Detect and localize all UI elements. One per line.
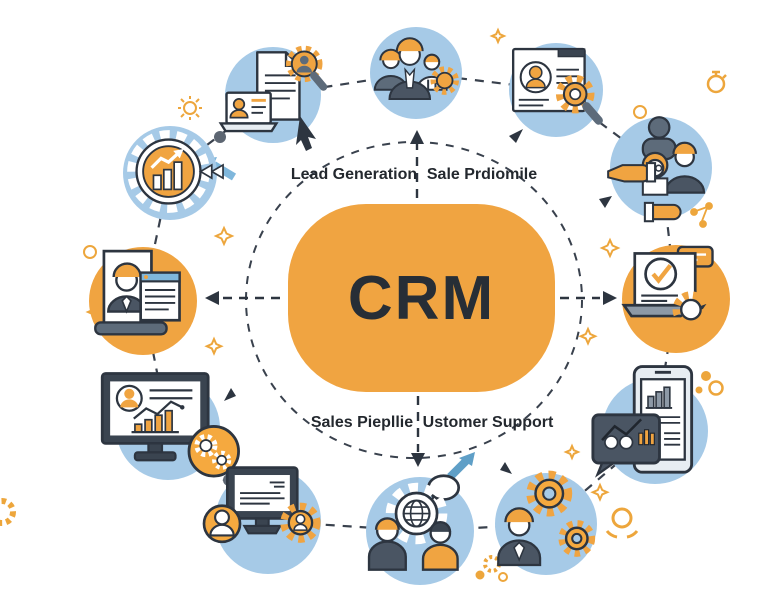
node-profile-search <box>509 43 603 137</box>
team-gear-icon <box>373 37 459 100</box>
ring-icon <box>633 105 647 119</box>
profile-search-icon <box>511 47 603 125</box>
sun-icon <box>178 96 202 120</box>
node-partner-hands <box>606 115 712 223</box>
node-lead-documents <box>219 46 328 143</box>
arrowheads <box>205 129 617 474</box>
label-ustomer-support: Ustomer Support <box>422 414 554 431</box>
inner-dashed-ring <box>245 141 583 459</box>
support-monitor-icon <box>203 466 321 544</box>
node-support-monitor <box>203 466 321 574</box>
partner-hands-icon <box>606 115 705 223</box>
node-team <box>370 27 462 119</box>
lead-documents-icon <box>219 46 328 133</box>
share-dots-icon <box>690 202 713 228</box>
dashboard-monitor-icon <box>101 372 241 478</box>
dot-cluster-icon <box>695 371 724 396</box>
communication-icon <box>368 474 461 572</box>
automation-gears-icon <box>496 470 595 566</box>
label-lead-generation: Lead Generation <box>290 166 418 183</box>
stopwatch-icon <box>706 70 727 94</box>
node-analytics-gear <box>123 126 224 220</box>
node-automation-gears <box>495 470 597 575</box>
tablet-report-icon <box>591 365 694 478</box>
node-dashboard-monitor <box>101 372 241 480</box>
node-communication <box>366 474 474 585</box>
radial-dashed-lines <box>222 140 600 452</box>
crm-center-box: CRM <box>288 204 555 392</box>
gear-cluster-icon <box>475 555 508 582</box>
label-sales-piepllie: Sales Piepllie <box>310 414 414 431</box>
node-tablet-report <box>591 365 708 484</box>
analytics-gear-icon <box>126 129 224 213</box>
teal-arrow-icon <box>447 452 475 480</box>
crm-title: CRM <box>347 263 496 333</box>
ring-icon <box>83 245 97 259</box>
label-sale-prdiomile: Sale Prdiomile <box>426 166 538 183</box>
omega-ring-icon <box>605 507 639 539</box>
dot-icon <box>214 131 226 143</box>
customer-profile-icon <box>94 249 182 336</box>
node-approved-laptop <box>621 245 730 353</box>
gear-outline-icon <box>0 498 16 526</box>
approved-laptop-icon <box>621 245 714 329</box>
node-customer-profile <box>89 247 197 355</box>
